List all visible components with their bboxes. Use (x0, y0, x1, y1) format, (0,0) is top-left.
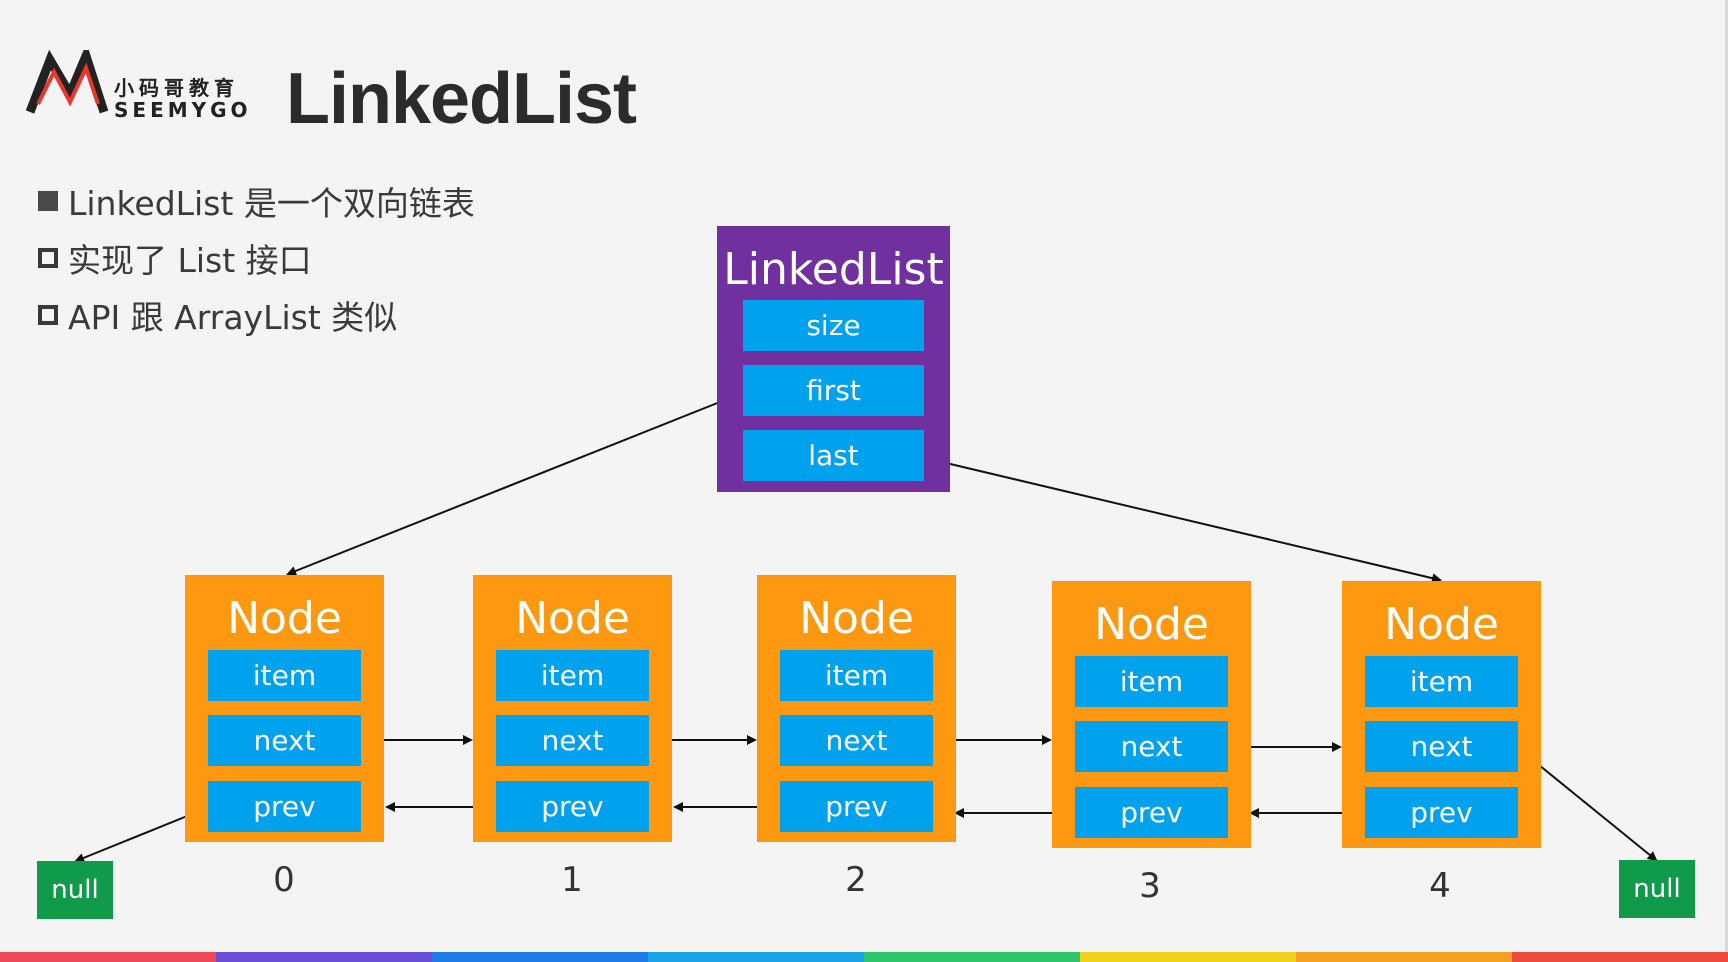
rainbow-segment (432, 952, 648, 962)
node-title: Node (227, 593, 342, 644)
node-title: Node (515, 593, 630, 644)
rainbow-segment (216, 952, 432, 962)
prev-field: prev (780, 781, 933, 832)
node-3: Node item next prev (1052, 581, 1251, 848)
bullet-list: LinkedList 是一个双向链表 实现了 List 接口 API 跟 Arr… (38, 172, 475, 343)
next-field: next (1075, 721, 1228, 772)
logo-chinese-text: 小码哥教育 (114, 76, 239, 100)
null-box-left: null (37, 861, 113, 919)
rainbow-footer-bar (0, 952, 1728, 962)
node-4: Node item next prev (1342, 581, 1541, 848)
bullet-item: API 跟 ArrayList 类似 (38, 286, 475, 343)
hollow-square-bullet-icon (38, 304, 58, 325)
hollow-square-bullet-icon (38, 247, 58, 268)
node-index-0: 0 (273, 860, 295, 900)
rainbow-segment (648, 952, 864, 962)
item-field: item (208, 650, 361, 701)
item-field: item (1365, 656, 1518, 707)
next-field: next (496, 715, 649, 766)
node-title: Node (1384, 599, 1499, 650)
next-field: next (1365, 721, 1518, 772)
rainbow-segment (0, 952, 216, 962)
rainbow-segment (1080, 952, 1296, 962)
node-1: Node item next prev (473, 575, 672, 842)
node-index-3: 3 (1139, 866, 1161, 906)
next-field: next (208, 715, 361, 766)
last-field: last (743, 430, 924, 481)
node-0: Node item next prev (185, 575, 384, 842)
logo: 小码哥教育 SEEMYGO (24, 50, 264, 130)
bullet-text: LinkedList 是一个双向链表 (68, 183, 475, 223)
item-field: item (496, 650, 649, 701)
node-index-1: 1 (561, 860, 583, 900)
rainbow-segment (1296, 952, 1512, 962)
bullet-item: LinkedList 是一个双向链表 (38, 172, 475, 229)
prev-field: prev (208, 781, 361, 832)
item-field: item (780, 650, 933, 701)
next-null-arrow (1517, 747, 1658, 862)
linkedlist-box: LinkedList size first last (717, 226, 950, 492)
logo-m-icon (25, 50, 109, 114)
prev-field: prev (496, 781, 649, 832)
null-box-right: null (1619, 860, 1695, 918)
node-index-4: 4 (1429, 866, 1451, 906)
rainbow-segment (864, 952, 1080, 962)
slide-edge (1725, 0, 1728, 952)
page-title: LinkedList (286, 59, 637, 139)
size-field: size (743, 300, 924, 351)
node-title: Node (799, 593, 914, 644)
node-title: Node (1094, 599, 1209, 650)
first-field: first (743, 365, 924, 416)
first-pointer-arrow (286, 391, 746, 576)
node-2: Node item next prev (757, 575, 956, 842)
prev-field: prev (1365, 787, 1518, 838)
linkedlist-title: LinkedList (723, 244, 944, 295)
bullet-text: 实现了 List 接口 (68, 240, 312, 280)
logo-english-text: SEEMYGO (114, 98, 252, 122)
rainbow-segment (1512, 952, 1728, 962)
prev-field: prev (1075, 787, 1228, 838)
bullet-item: 实现了 List 接口 (38, 229, 475, 286)
node-index-2: 2 (845, 860, 867, 900)
item-field: item (1075, 656, 1228, 707)
filled-square-bullet-icon (38, 190, 58, 211)
bullet-text: API 跟 ArrayList 类似 (68, 297, 398, 337)
last-pointer-arrow (924, 457, 1442, 584)
next-field: next (780, 715, 933, 766)
